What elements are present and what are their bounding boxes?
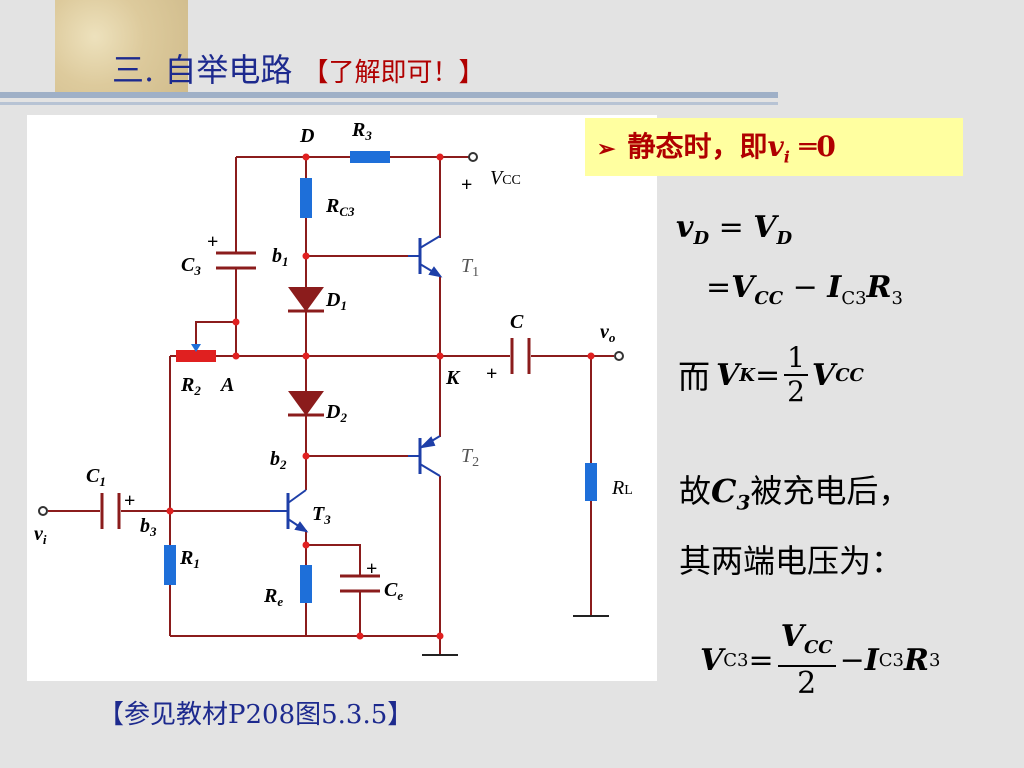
resistor-re [300,565,312,603]
label-b2: b2 [270,448,287,472]
vcc-terminal [468,152,478,162]
label-re: Re [263,585,283,609]
label-vcc: VCC [490,167,521,189]
title-note: 【了解即可！】 [302,58,485,88]
label-d: D [299,125,314,147]
circuit-labels: D R3 + VCC RC3 + C3 b1 T1 D1 C vo R2 A K… [34,119,633,609]
node-ce-ground [356,632,364,640]
label-r3: R3 [351,119,372,143]
textbook-reference: 【参见教材P208图5.3.5】 [98,700,414,730]
wires [48,156,614,655]
label-t3: T3 [312,503,331,527]
label-vcc-plus: + [461,174,472,196]
node-mid [302,352,310,360]
diode-d1 [288,287,324,312]
fraction-half: 1 2 [784,342,808,408]
resistor-r3 [350,151,390,163]
r2-tap-arrowhead [191,344,201,352]
node-b2 [302,452,310,460]
label-rc3: RC3 [325,195,355,219]
junction-nodes [166,153,595,640]
label-ce: Ce [384,579,403,603]
ground-symbols [422,615,609,656]
node-b1 [302,252,310,260]
static-condition-callout: ➢ 静态时，即vi ═0 [585,118,963,176]
label-r1: R1 [179,547,200,571]
label-t2: T2 [461,445,479,470]
callout-text: 静态时，即 [627,130,768,163]
label-b1: b1 [272,245,289,269]
label-c1-plus: + [124,490,135,512]
page-title: 三. 自举电路 【了解即可！】 [112,45,485,91]
title-rule-thin [0,102,778,105]
corner-texture [55,0,188,92]
callout-var-sub: i [783,147,790,167]
callout-var: v [767,130,784,163]
label-r2: R2 [180,374,201,398]
vi-terminal [38,506,48,516]
diodes [288,287,324,417]
label-vo: vo [600,321,616,345]
text-voltage-is: 其两端电压为： [679,542,904,580]
resistor-r1 [164,545,176,585]
bullet-arrow-icon: ➢ [597,136,616,162]
resistor-rc3 [300,178,312,218]
node-r2-tap [232,318,240,326]
label-ce-plus: + [366,558,377,580]
node-emitter [302,541,310,549]
transistor-t3 [270,489,309,533]
label-c-plus: + [486,363,497,385]
label-a: A [219,374,234,396]
label-d1: D1 [325,289,347,313]
label-rl: RL [611,477,633,499]
label-c1: C1 [86,465,106,489]
vo-terminal [614,351,624,361]
equation-vd: vD = VD [676,210,793,249]
resistor-r2 [176,350,216,362]
node-d [302,153,310,161]
node-vcc [436,153,444,161]
callout-tail: ═0 [789,130,836,163]
label-k: K [445,367,461,389]
circuit-panel [27,115,657,681]
label-c3-plus: + [207,231,218,253]
label-c3: C3 [181,254,201,278]
title-main: 三. 自举电路 [112,51,293,89]
label-d2: D2 [325,401,347,425]
wire-r2-tap [195,321,236,346]
resistors [164,151,597,603]
resistor-rl [585,463,597,501]
label-b3: b3 [140,515,157,539]
node-k [436,352,444,360]
equation-vd-expanded: =VCC − IC3R3 [706,270,903,309]
label-c: C [510,311,524,333]
text-c3-charged: 故C3被充电后， [679,472,911,515]
terminals [38,152,624,516]
diode-d2 [288,391,324,416]
label-vi: vi [34,523,47,547]
fraction-vcc-half: VCC 2 [777,620,836,701]
node-b3 [166,507,174,515]
node-a [232,352,240,360]
wire-ce-top [306,544,361,575]
node-out [587,352,595,360]
capacitors [100,251,531,593]
transistors [270,235,443,533]
transistor-t1 [408,235,443,278]
title-rule [0,92,778,98]
transistor-t2 [408,435,441,477]
node-ground [436,632,444,640]
label-t1: T1 [461,255,479,280]
